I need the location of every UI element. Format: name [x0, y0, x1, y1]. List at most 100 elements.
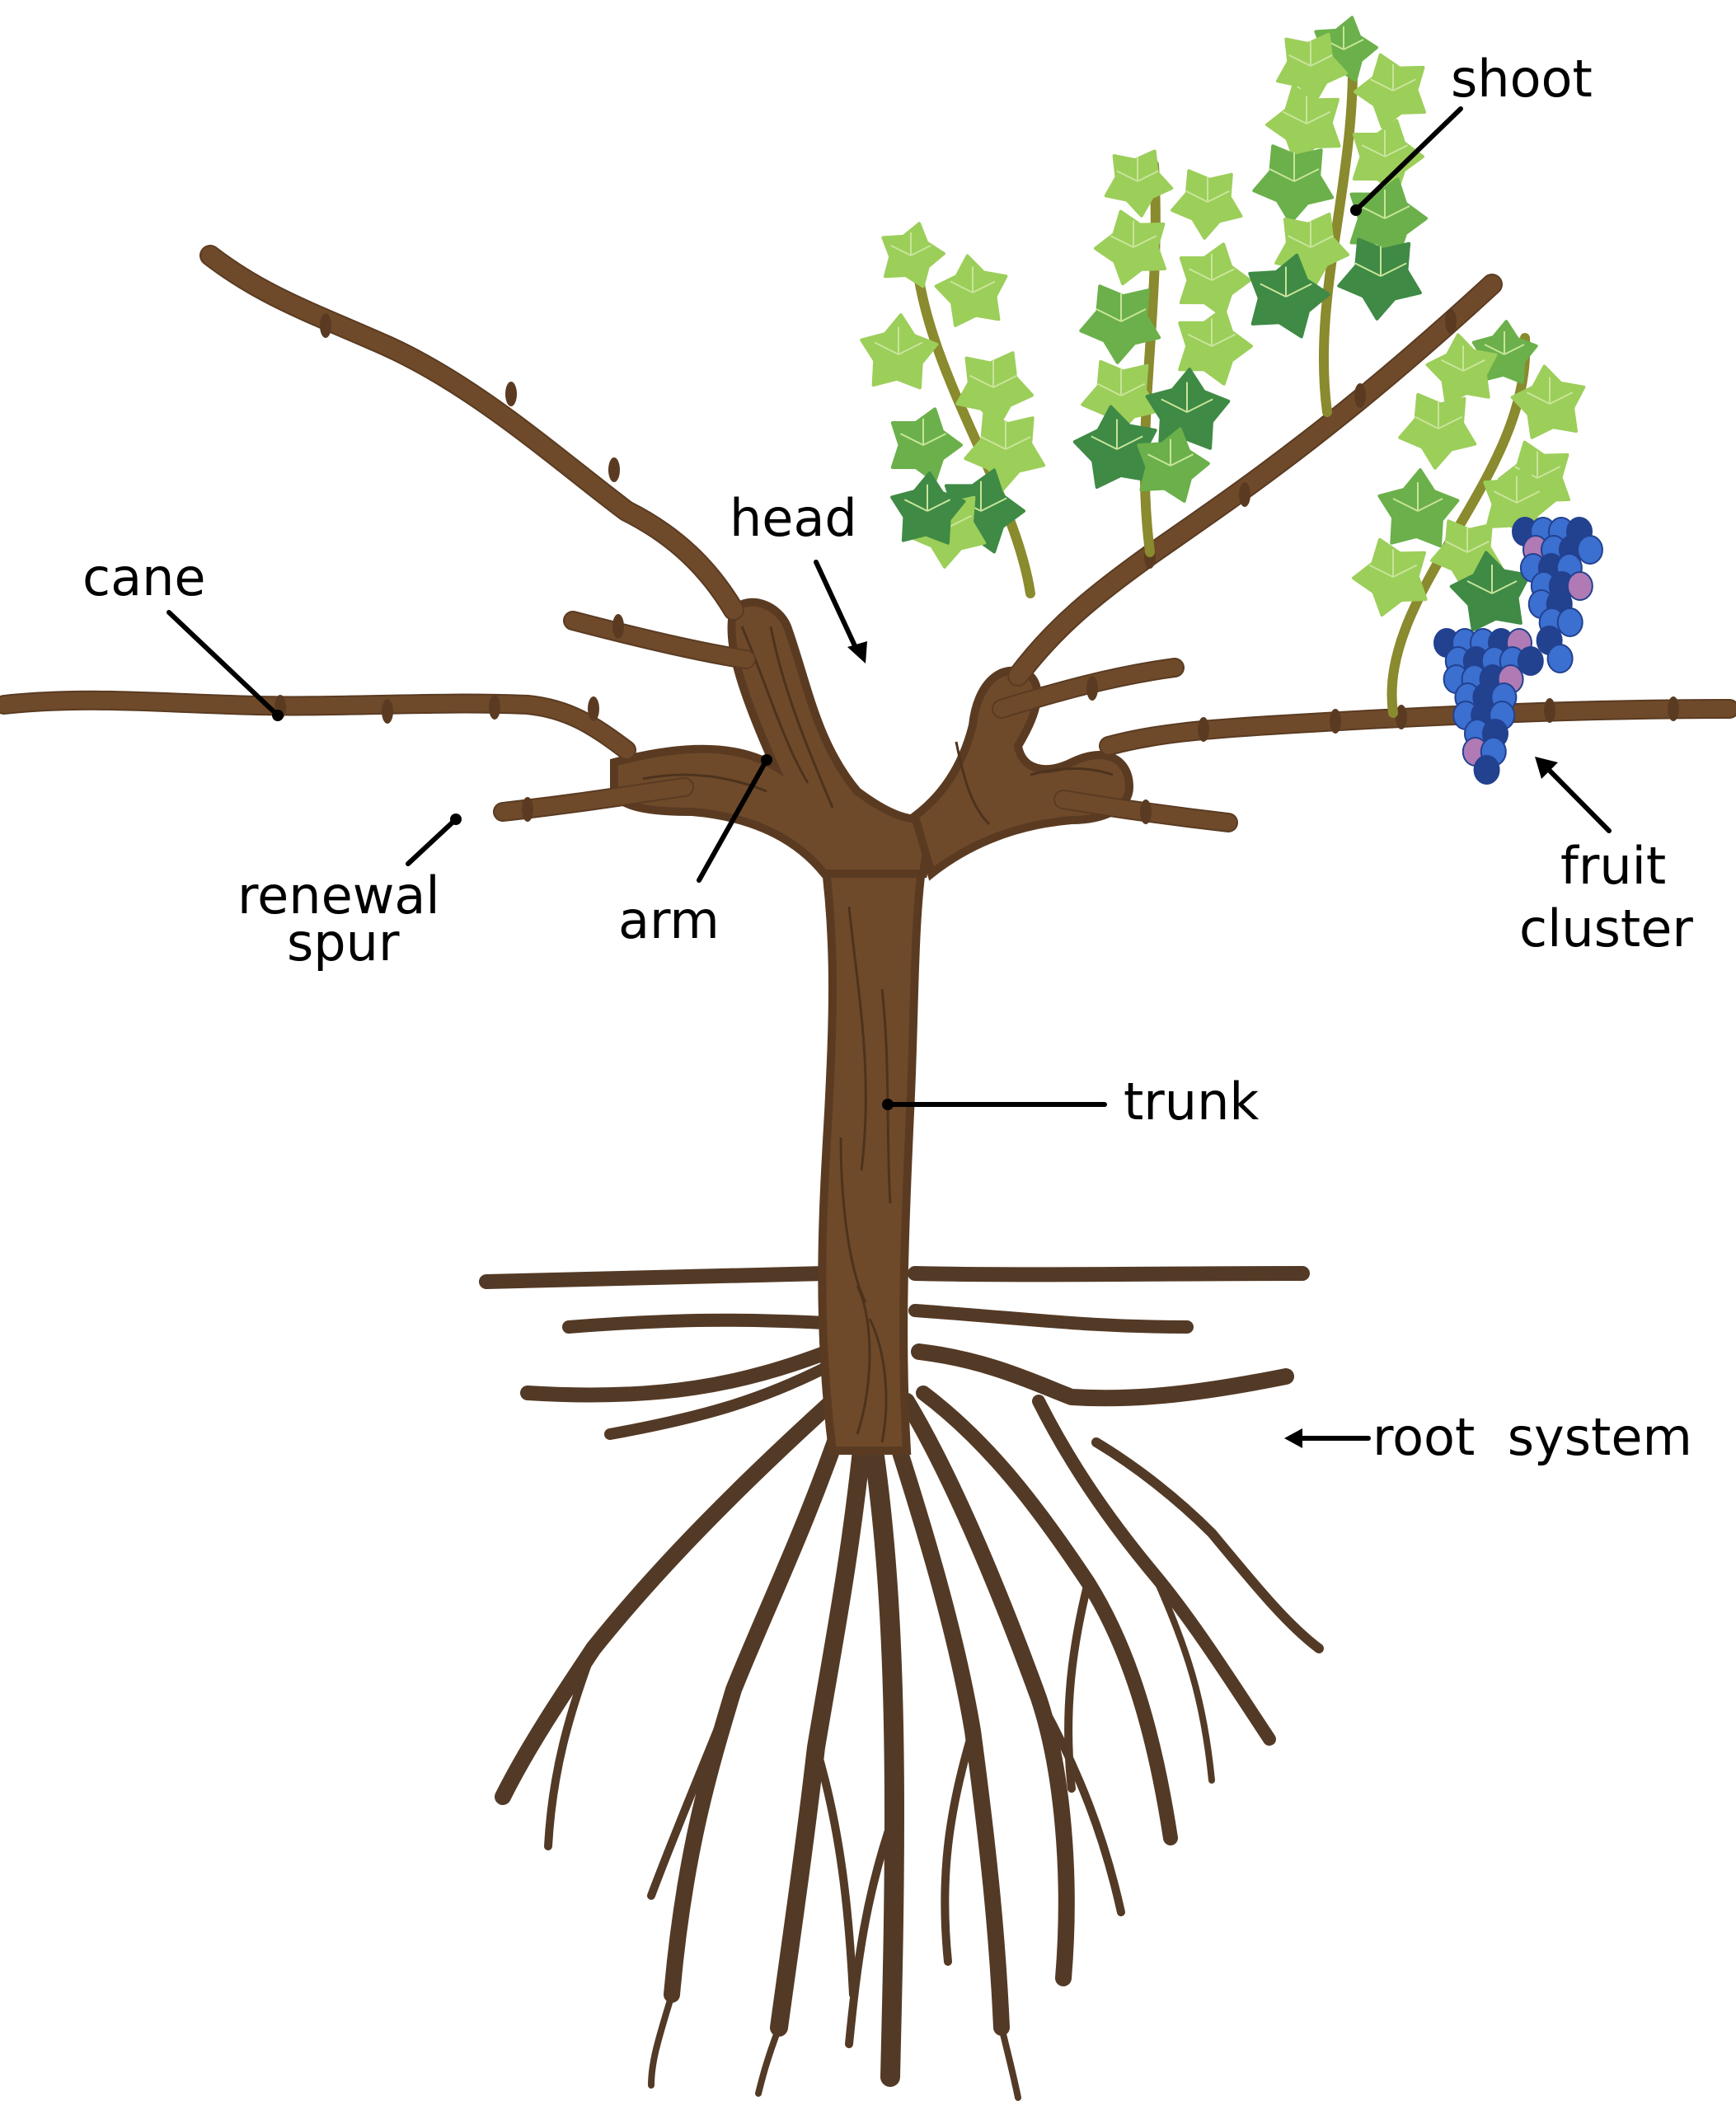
label-cane: cane — [82, 547, 206, 607]
leaf — [1104, 149, 1174, 218]
leaf — [1354, 53, 1426, 129]
grape-berry — [1566, 571, 1593, 601]
leaf — [1274, 212, 1350, 287]
grape-berry — [1473, 755, 1500, 785]
root-2 — [562, 1313, 831, 1334]
root-system — [479, 1266, 1324, 2101]
shoot-stem-2 — [1318, 28, 1358, 417]
leaf-vein — [1392, 482, 1443, 512]
cane-node — [1140, 799, 1152, 824]
leaf-vein — [1526, 377, 1574, 405]
root-21 — [1035, 1694, 1125, 1916]
leaf — [1337, 237, 1422, 321]
head — [610, 598, 1134, 881]
root-7 — [495, 1393, 841, 1805]
root-17 — [647, 1686, 738, 1900]
cane-node — [320, 313, 331, 338]
cane-node — [522, 797, 533, 822]
head-leader — [814, 560, 860, 654]
spur-right-upper — [993, 659, 1183, 717]
fruit-cluster-arrowhead-icon — [1535, 757, 1558, 779]
grape-berry — [1546, 644, 1574, 673]
leaf — [1449, 551, 1531, 632]
cane-node — [382, 699, 393, 724]
label-root-system: root system — [1372, 1407, 1692, 1467]
leaf — [1252, 144, 1335, 224]
cane-node — [608, 457, 620, 482]
root-26 — [998, 2024, 1021, 2101]
root-24 — [648, 1991, 675, 2089]
label-fruit-cluster-line2: cluster — [1519, 898, 1693, 959]
leaf-vein — [980, 420, 1031, 450]
leaf — [1178, 307, 1253, 386]
leaf — [1352, 537, 1428, 617]
cane-node — [1668, 696, 1679, 721]
leaf-vein — [1287, 220, 1335, 248]
arm-leader — [697, 757, 769, 883]
leaf-vein — [1361, 129, 1409, 157]
root-25 — [755, 2024, 782, 2097]
arm-leader-dot — [761, 754, 772, 766]
root-5 — [911, 1343, 1294, 1407]
cane-node — [1330, 709, 1341, 734]
leaf — [1179, 242, 1251, 318]
leaf-vein — [874, 326, 923, 355]
grape-berry — [1517, 646, 1544, 676]
renewal-spur-leader-dot — [450, 814, 462, 825]
leaf-vein — [1188, 253, 1236, 281]
trunk-body — [818, 853, 928, 1455]
root-16 — [544, 1644, 598, 1850]
shoot-leader — [1354, 106, 1463, 213]
trunk — [818, 853, 928, 1455]
root-0 — [479, 1266, 832, 1289]
leaf — [934, 254, 1008, 327]
leaf — [1171, 169, 1243, 240]
leaf-vein — [1110, 220, 1157, 248]
leaf-vein — [1369, 63, 1417, 91]
spur-left-upper — [565, 612, 754, 668]
leaf-vein — [950, 266, 996, 293]
head-bark-lines — [642, 626, 1114, 826]
root-22 — [1064, 1578, 1092, 1793]
leaf — [1072, 405, 1157, 489]
leaf-vein — [1185, 176, 1230, 203]
root-20 — [941, 1727, 977, 1966]
root-18 — [812, 1743, 857, 1999]
shoot-leader-dot — [1350, 204, 1362, 216]
leaf-vein — [1260, 266, 1312, 298]
fruit-cluster-leader — [1543, 764, 1612, 833]
cane-right — [1100, 701, 1736, 754]
cane-node — [1198, 717, 1209, 742]
label-fruit-cluster-line1: fruit — [1560, 836, 1666, 896]
leaf-vein — [899, 418, 947, 446]
label-head: head — [730, 488, 857, 548]
leaf-vein — [1096, 368, 1146, 396]
leaf-vein — [1445, 527, 1490, 553]
right-arm — [910, 666, 1134, 881]
leaf-vein — [1269, 152, 1320, 182]
root-15 — [1091, 1437, 1324, 1653]
leaf — [1276, 32, 1349, 104]
leaf-vein — [1493, 476, 1541, 504]
leaf — [964, 412, 1046, 492]
leaf-vein — [1288, 40, 1333, 67]
root-10 — [864, 1441, 904, 2087]
leaf-vein — [1441, 345, 1485, 372]
cane-node — [588, 696, 599, 721]
leaf — [1248, 253, 1330, 339]
cane-left — [0, 692, 635, 758]
root-4 — [520, 1344, 836, 1403]
grape-berry — [1556, 607, 1584, 637]
fruit-clusters — [1433, 517, 1603, 785]
cane-node — [505, 382, 517, 406]
leaf-vein — [1414, 401, 1463, 429]
cane-node — [489, 695, 500, 720]
cane-node — [1544, 698, 1555, 723]
leaf — [890, 407, 963, 483]
label-renewal-spur-line2: spur — [287, 912, 400, 973]
cane-upper-left — [201, 246, 743, 619]
leaf-vein — [1359, 190, 1410, 219]
cane-node — [1354, 383, 1366, 408]
leaf — [1398, 392, 1477, 470]
